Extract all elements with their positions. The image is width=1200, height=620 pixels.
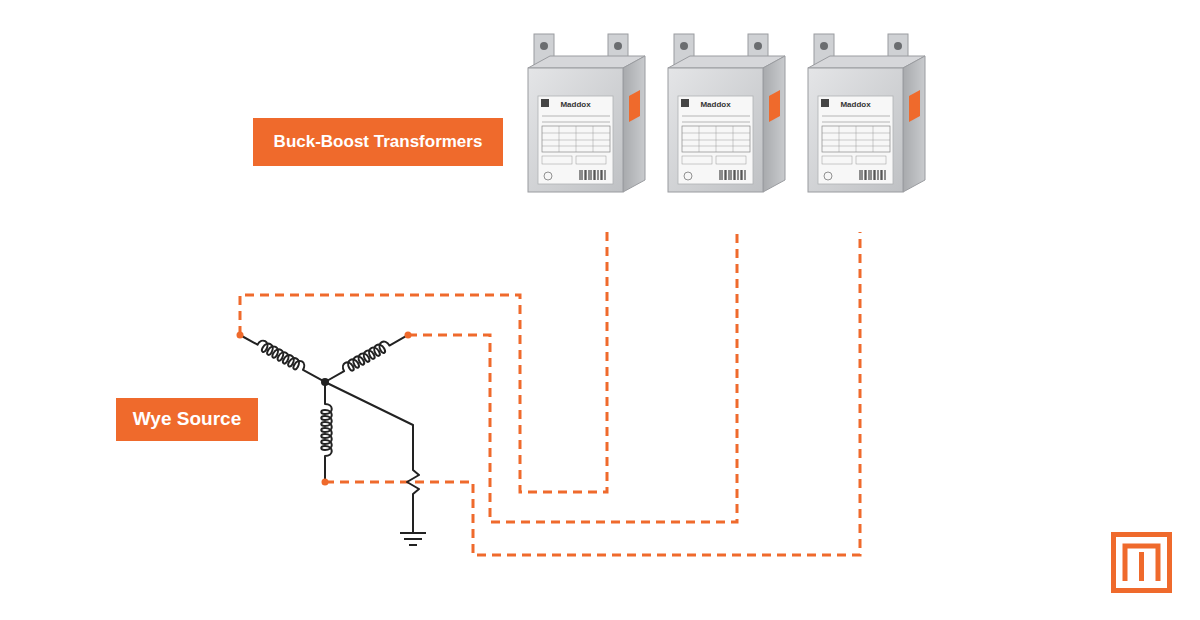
- brand-name: Maddox: [818, 100, 893, 109]
- label-box: Buck-Boost Transformers: [253, 118, 503, 166]
- brand-logo: [1114, 535, 1170, 591]
- label-box: Wye Source: [116, 398, 258, 441]
- terminal-dot: [322, 479, 329, 486]
- wye-coils: [238, 329, 426, 545]
- label-text: Buck-Boost Transformers: [274, 133, 483, 152]
- brand-name: Maddox: [678, 100, 753, 109]
- terminal-dot: [237, 332, 244, 339]
- dashed-wire: [240, 232, 860, 555]
- neutral-dot: [321, 378, 329, 386]
- label-text: Wye Source: [133, 409, 241, 430]
- terminal-dot: [405, 332, 412, 339]
- brand-name: Maddox: [538, 100, 613, 109]
